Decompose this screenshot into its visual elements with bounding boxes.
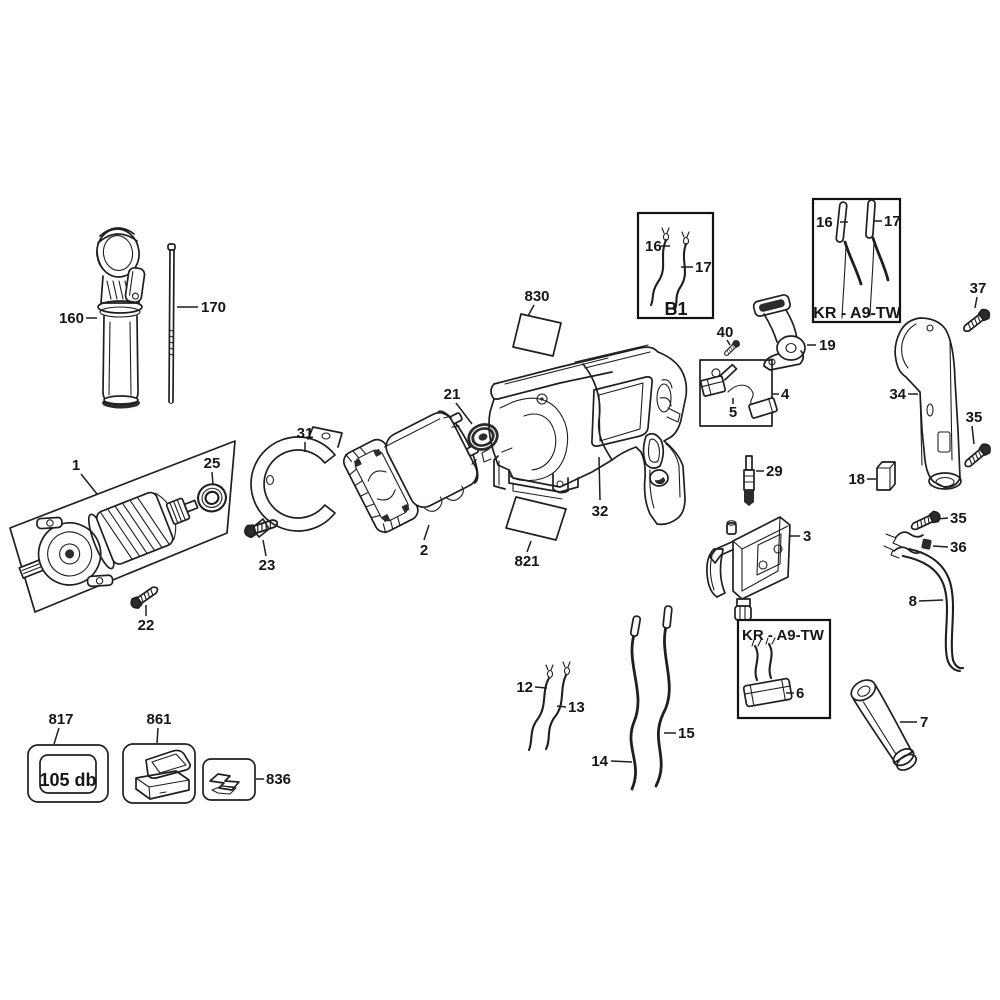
- callout-830: 830: [524, 288, 549, 305]
- brush-set-drawing: [699, 359, 778, 427]
- field-coil-drawing: [342, 410, 480, 534]
- callout-160: 160: [59, 310, 84, 327]
- noise-rating-text: 105 db: [39, 770, 96, 790]
- wire-13-drawing: [544, 661, 571, 751]
- leader-817: [53, 727, 60, 745]
- leader-1: [80, 473, 98, 495]
- fan-baffle-drawing: [250, 426, 343, 538]
- callout-23: 23: [259, 557, 276, 574]
- armature-assembly-drawing: [9, 440, 236, 613]
- leader-8: [918, 599, 944, 602]
- leader-37: [974, 296, 978, 309]
- switch-drawing: [706, 516, 791, 621]
- callout-34: 34: [889, 386, 906, 403]
- callout-19: 19: [819, 337, 836, 354]
- leader-13: [556, 705, 567, 708]
- handle-cover-drawing: [894, 317, 962, 490]
- callout-14: 14: [591, 753, 608, 770]
- callout-836: 836: [266, 771, 291, 788]
- inset-box-kr-bottom: KR - A9-TW 6: [736, 618, 832, 720]
- callout-29: 29: [766, 463, 783, 480]
- leader-821: [526, 540, 532, 553]
- callout-18: 18: [848, 471, 865, 488]
- callout-170: 170: [201, 299, 226, 316]
- callout-35-upper: 35: [966, 409, 983, 426]
- lever-drawing: [752, 294, 806, 371]
- callout-5: 5: [729, 404, 737, 421]
- leader-830: [527, 304, 535, 317]
- connector-drawing: [743, 455, 755, 506]
- callout-13: 13: [568, 699, 585, 716]
- screw-35-upper: [961, 441, 994, 471]
- leader-14: [610, 760, 633, 763]
- screw-37: [960, 306, 993, 336]
- screw-40: [722, 338, 742, 358]
- callout-kr-16: 16: [816, 214, 833, 231]
- leader-32: [598, 456, 601, 501]
- callout-12: 12: [516, 679, 533, 696]
- callout-7: 7: [920, 714, 928, 731]
- callout-22: 22: [138, 617, 155, 634]
- wire-14-drawing: [629, 615, 642, 791]
- callout-37: 37: [970, 280, 987, 297]
- callout-21: 21: [444, 386, 461, 403]
- leader-12: [534, 686, 548, 689]
- callout-861: 861: [146, 711, 171, 728]
- leader-2: [423, 524, 430, 541]
- leader-25: [211, 471, 214, 486]
- leader-35-upper: [971, 425, 975, 445]
- callout-40: 40: [717, 324, 734, 341]
- callout-b1-17: 17: [695, 259, 712, 276]
- callout-2: 2: [420, 542, 428, 559]
- callout-35-lower: 35: [950, 510, 967, 527]
- inset-box-kr-top: 16 17 KR - A9-TW: [811, 197, 902, 324]
- callout-kr-17: 17: [884, 213, 901, 230]
- kit-box-drawing: [122, 743, 196, 804]
- capacitor-block-drawing: [876, 461, 896, 491]
- inset-box-b1: 16 17 B1: [636, 211, 715, 320]
- wire-12-drawing: [527, 664, 554, 752]
- callout-1: 1: [72, 457, 80, 474]
- screw-22: [128, 582, 162, 612]
- inset-kr-bottom-name: KR - A9-TW: [742, 627, 825, 644]
- side-handle-drawing: [96, 227, 146, 409]
- motor-housing-drawing: [481, 344, 688, 526]
- leader-36: [932, 545, 949, 548]
- noise-label-drawing: 105 db: [27, 744, 109, 803]
- leader-23: [262, 539, 267, 557]
- depth-rod-drawing: [167, 243, 176, 405]
- inset-b1-name: B1: [664, 299, 687, 319]
- inset-kr-top-name: KR - A9-TW: [813, 305, 901, 322]
- callout-4: 4: [781, 386, 790, 403]
- callout-8: 8: [909, 593, 917, 610]
- callout-25: 25: [204, 455, 221, 472]
- leader-40: [726, 339, 731, 346]
- label-plate-821: [505, 496, 567, 541]
- clip-set-drawing: [202, 758, 256, 801]
- callout-817: 817: [48, 711, 73, 728]
- power-cord-drawing: [883, 533, 965, 673]
- callout-3: 3: [803, 528, 811, 545]
- callout-31: 31: [297, 425, 314, 442]
- callout-32: 32: [592, 503, 609, 520]
- leader-35-lower: [936, 517, 949, 520]
- cord-protector-drawing: [850, 679, 918, 771]
- label-plate-830: [512, 313, 562, 357]
- callout-6: 6: [796, 685, 804, 702]
- screw-35-lower: [908, 508, 943, 534]
- leader-21: [455, 402, 473, 425]
- callout-b1-16: 16: [645, 238, 662, 255]
- callout-821: 821: [514, 553, 539, 570]
- wire-15-drawing: [654, 605, 673, 788]
- callout-15: 15: [678, 725, 695, 742]
- callout-36: 36: [950, 539, 967, 556]
- leader-861: [156, 727, 159, 744]
